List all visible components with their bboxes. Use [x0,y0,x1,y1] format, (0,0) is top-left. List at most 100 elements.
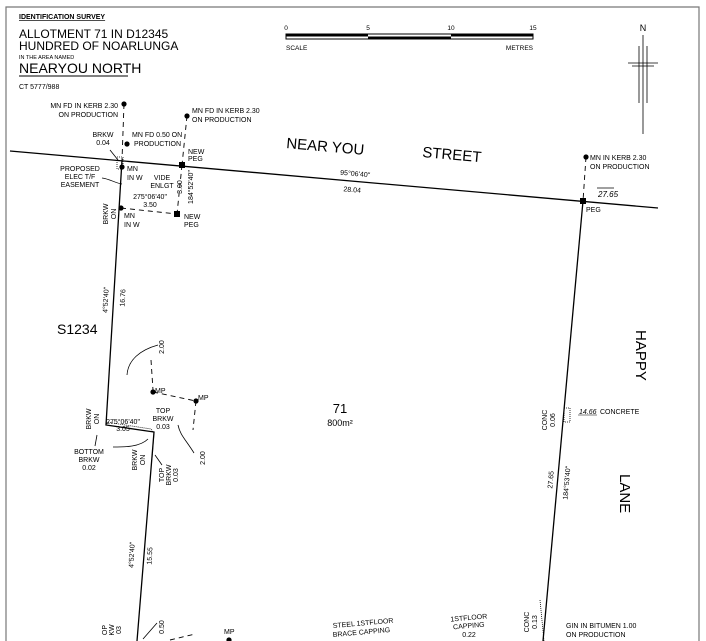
mark-dot [121,101,127,107]
annotation: TOP [156,408,171,415]
distance-label: 27.65 [547,471,556,489]
west-boundary [105,159,155,641]
annotation: CAPPING [453,622,485,632]
annotation: 03 [116,626,123,634]
annotation: PRODUCTION [134,141,181,148]
bearing-label: 275°06'40" [106,418,140,426]
annotation: MN FD IN KERB 2.30 [192,108,260,115]
distance-label: 28.04 [343,186,361,195]
annotation: MN FD IN KERB 2.30 [50,103,118,110]
annotation: 0.06 [550,413,557,427]
mark-dot [119,164,125,170]
annotation: 0.03 [173,468,180,482]
annotation: ON [111,209,118,220]
ct-reference: CT 5777/988 [19,84,59,91]
annotation: TOP [159,468,166,483]
annotation: MN [127,166,138,173]
lane-name: LANE [616,474,633,513]
annotation: 14.66 [579,409,597,416]
sheet-border [5,6,700,641]
annotation: OP [102,625,109,635]
annotation: MN IN KERB 2.30 [590,155,647,162]
parcel-number: 71 [333,401,347,416]
distance-label: 3.05 [116,426,130,433]
annotation: 0.03 [156,424,170,431]
peg-square [179,162,185,168]
annotation: IN W [124,222,140,229]
annotation: ENLGT [150,183,174,190]
annotation: CONC [524,612,531,633]
leader-lines [94,149,195,640]
parcel-area: 800m² [327,418,353,428]
distance-label: 27.65 [597,190,619,199]
mark-dot [193,398,199,404]
annotation: NEW [184,214,201,221]
annotation: ELEC T/F [65,174,96,181]
annotation: BRKW [86,408,93,429]
mark-dot [184,113,190,119]
connection-lines [120,103,587,641]
survey-type: IDENTIFICATION SURVEY [19,14,105,21]
annotation: MP [155,388,166,395]
boundary-lines [9,150,659,641]
annotation: CONCRETE [600,409,640,416]
title-block: IDENTIFICATION SURVEY ALLOTMENT 71 IN D1… [19,14,178,91]
distance-label: 3.50 [143,202,157,209]
scale-tick: 0 [284,25,288,32]
annotation: PROPOSED [60,166,100,173]
annotation: BRKW [153,416,174,423]
annotation: 0.04 [96,140,110,147]
street-names: NEAR YOU STREET HAPPY LANE [286,135,649,513]
annotation: ON [94,414,101,425]
annotation: 0.02 [82,465,96,472]
area-prefix: IN THE AREA NAMED [19,55,74,61]
distance-label: 15.55 [147,547,155,565]
annotation: BRKW [93,132,114,139]
scale-label: SCALE [286,45,308,52]
annotation: ON PRODUCTION [590,164,650,171]
scale-unit: METRES [506,45,534,52]
mark-dot [583,154,589,160]
offset-label: 2.00 [159,340,166,354]
annotation: BRKW [132,449,139,470]
peg-square [174,211,180,217]
annotation: IN W [127,175,143,182]
scale-tick: 15 [529,25,537,32]
annotation: ON PRODUCTION [59,112,119,119]
mark-dot [226,637,232,641]
north-arrow-icon: N [628,23,658,134]
bearing-label: 4°52'40" [101,286,110,313]
east-boundary [542,200,584,641]
annotation: MN [124,213,135,220]
bearing-label: 95°06'40" [340,169,371,180]
annotation: MN FD 0.50 ON [132,132,182,139]
annotation: BRKW [166,464,173,485]
annotation: PEG [184,222,199,229]
annotation: 0.22 [462,632,476,639]
area-name: NEARYOU NORTH [19,60,141,76]
annotation: MP [224,629,235,636]
street-name: NEAR YOU [286,135,365,159]
annotation: MP [198,395,209,402]
bearing-label: 275°06'40" [133,193,167,201]
annotation: 1STFLOOR [450,613,487,623]
annotation: EASEMENT [61,182,100,189]
peg-square [580,198,586,204]
offset-label: 0.50 [159,620,166,634]
scale-tick: 5 [366,25,370,32]
distance-label: 16.76 [120,289,128,307]
dimensions: 95°06'40" 28.04 27.65 27.65 184°53'40" 4… [101,169,618,634]
street-alignment [9,150,659,209]
annotation: BRACE CAPPING [333,627,391,639]
scale-tick: 10 [447,25,455,32]
hundred-title: HUNDRED OF NOARLUNGA [19,39,178,53]
annotation: 0.13 [532,615,539,629]
annotation: BRKW [103,203,110,224]
annotation: ON [140,455,147,466]
mark-dot [118,205,124,211]
bearing-label: 184°53'40" [562,465,573,500]
annotations: MN FD IN KERB 2.30 ON PRODUCTION MN FD I… [50,103,649,639]
adjoining-parcel: S1234 [57,321,98,337]
north-label: N [640,23,647,33]
